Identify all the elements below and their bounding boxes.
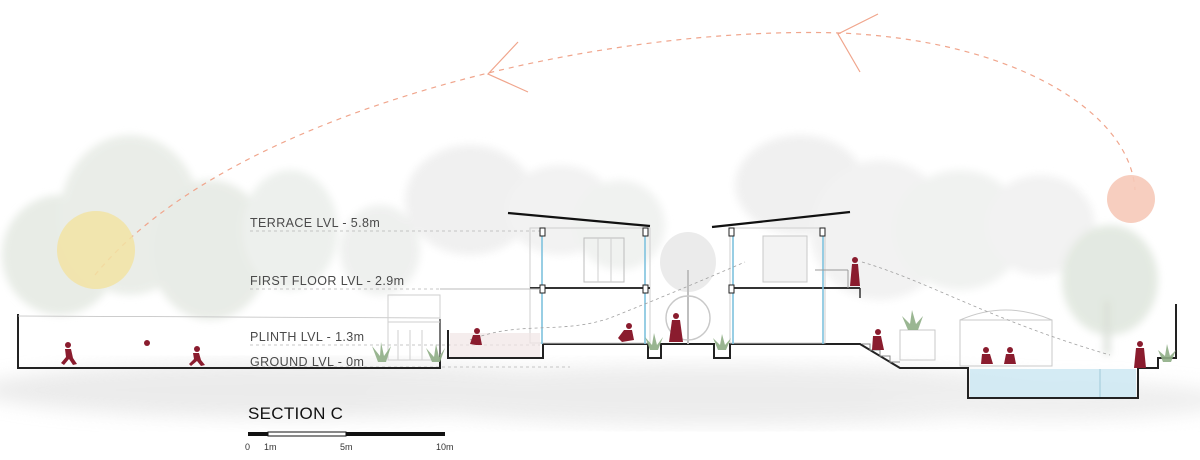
tree-icon [1062, 225, 1158, 355]
level-label-terrace: TERRACE LVL - 5.8m [250, 216, 381, 230]
person-icon [189, 346, 205, 366]
person-icon [1004, 347, 1016, 364]
tree-icon [735, 135, 1095, 300]
person-icon [61, 342, 77, 365]
person-icon [872, 329, 884, 350]
person-icon [850, 257, 860, 286]
scale-tick-5m: 5m [340, 442, 353, 452]
plant-icon [1158, 344, 1176, 362]
person-icon [618, 323, 634, 342]
boundary-wall-left [17, 315, 441, 319]
scale-tick-0: 0 [245, 442, 251, 452]
plant-icon [645, 333, 663, 350]
person-icon [669, 313, 683, 342]
sun-icon [1107, 175, 1155, 223]
sun-path-arrows [486, 13, 879, 93]
courtyard-tree [660, 232, 716, 344]
plant-icon [902, 310, 923, 330]
steps [862, 343, 900, 363]
level-label-ground: GROUND LVL - 0m [250, 355, 365, 369]
plant-icon [372, 342, 391, 362]
pool [970, 369, 1136, 397]
level-label-plinth: PLINTH LVL - 1.3m [250, 330, 365, 344]
deck-hatch [450, 333, 540, 357]
building-left-block [507, 211, 651, 344]
figures [61, 257, 1146, 368]
level-label-first-floor: FIRST FLOOR LVL - 2.9m [250, 274, 405, 288]
sun-icon [57, 211, 135, 289]
ball-icon [144, 340, 150, 346]
tree-icon [405, 145, 665, 270]
building-right-block [711, 210, 861, 344]
plant-icon [426, 344, 445, 362]
person-icon [981, 347, 993, 364]
scale-tick-1m: 1m [264, 442, 277, 452]
sun-path [94, 31, 1136, 276]
scale-bar [248, 431, 445, 437]
right-pergola [899, 309, 1053, 367]
left-pavilion [387, 288, 540, 361]
person-icon [470, 328, 482, 345]
plants [372, 310, 1176, 362]
section-title: SECTION C [248, 404, 344, 423]
scale-tick-10m: 10m [436, 442, 454, 452]
person-icon [1134, 341, 1146, 368]
movement-paths [469, 261, 1111, 356]
plant-icon [713, 334, 731, 350]
background-trees [2, 135, 1158, 355]
